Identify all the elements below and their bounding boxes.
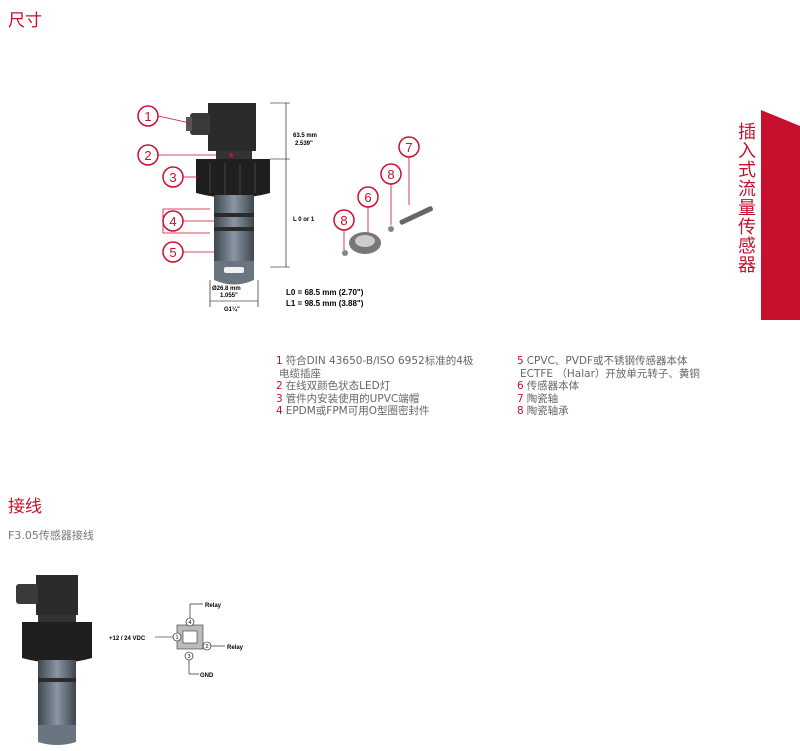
end-cap bbox=[196, 159, 270, 198]
callout-8b: 8 bbox=[340, 213, 347, 228]
exploded-parts bbox=[342, 206, 433, 256]
l0-spec: L0 = 68.5 mm (2.70") bbox=[286, 288, 364, 297]
cable-socket bbox=[208, 103, 256, 151]
supply-label: +12 / 24 VDC bbox=[109, 636, 146, 642]
length-label: L 0 or 1 bbox=[293, 217, 315, 223]
led-ring bbox=[216, 151, 252, 159]
relay-right-label: Relay bbox=[227, 645, 244, 651]
legend-item: 电缆插座 bbox=[279, 367, 321, 380]
dimensions-title: 尺寸 bbox=[8, 11, 42, 31]
pin-2: 2 bbox=[205, 644, 208, 650]
side-tab bbox=[761, 110, 800, 320]
diameter-mm: Ø26.8 mm bbox=[212, 286, 241, 292]
gnd-label: GND bbox=[200, 673, 214, 679]
pin-1: 1 bbox=[175, 635, 178, 641]
relay-top-label: Relay bbox=[205, 603, 222, 609]
callout-6: 6 bbox=[364, 190, 371, 205]
wiring-subtitle: F3.05传感器接线 bbox=[8, 529, 94, 542]
callout-5: 5 bbox=[169, 245, 176, 260]
legend-item: ECTFE （Halar）开放单元转子、黄铜 bbox=[520, 367, 700, 380]
callout-7: 7 bbox=[405, 140, 412, 155]
callout-1: 1 bbox=[144, 109, 151, 124]
height-in: 2.539" bbox=[295, 141, 313, 147]
callout-3: 3 bbox=[169, 170, 176, 185]
diameter-in: 1.055" bbox=[220, 293, 238, 299]
wiring-diagram: 4 1 2 3 Relay Relay GND +12 / 24 VDC bbox=[109, 603, 244, 679]
height-mm: 63.5 mm bbox=[293, 133, 317, 139]
pin-3: 3 bbox=[187, 654, 190, 660]
thread-size: G1¼" bbox=[224, 306, 240, 313]
wiring-title: 接线 bbox=[8, 497, 42, 517]
l1-spec: L1 = 98.5 mm (3.88") bbox=[286, 299, 364, 308]
callout-8a: 8 bbox=[387, 167, 394, 182]
wiring-sensor-image bbox=[16, 575, 92, 745]
dimension-drawing: 63.5 mm 2.539" L 0 or 1 Ø26.8 mm 1.055" … bbox=[137, 102, 433, 313]
pin-4: 4 bbox=[188, 620, 191, 626]
callout-4: 4 bbox=[169, 214, 176, 229]
side-tab-label: 插入式流量传感器 bbox=[735, 122, 756, 274]
callout-2: 2 bbox=[144, 148, 151, 163]
